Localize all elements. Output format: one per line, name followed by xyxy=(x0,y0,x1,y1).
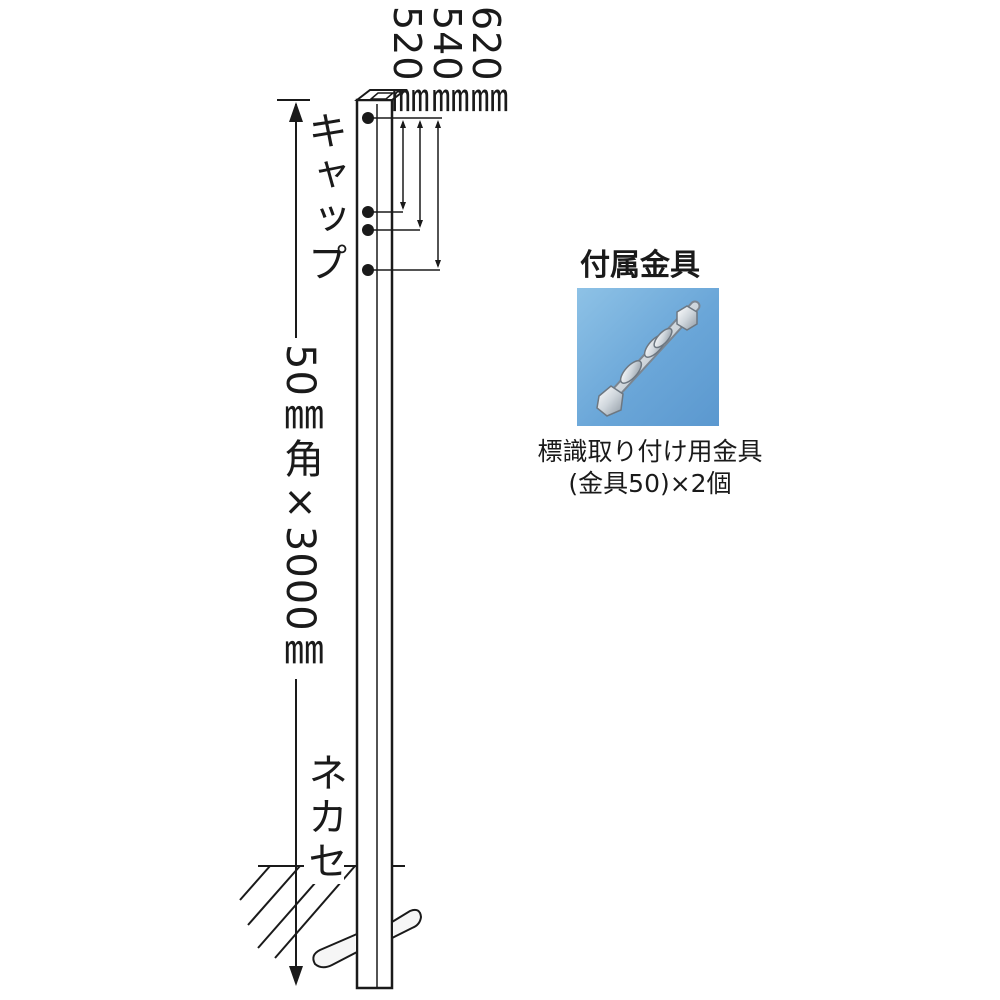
anchor-label: ネカセ xyxy=(301,752,347,884)
accessory-caption: 標識取り付け用金具 (金具50)×2個 xyxy=(520,436,780,500)
dimension-lines xyxy=(368,117,442,271)
anchor-bars xyxy=(312,908,423,969)
bolt-photo xyxy=(577,288,719,426)
bolt-icon xyxy=(596,300,701,417)
dimension-arrowheads xyxy=(400,120,441,268)
dimension-label-620: 620㎜ xyxy=(464,6,508,121)
accessory-caption-line-1: 標識取り付け用金具 xyxy=(537,437,763,466)
cap-label: キャップ xyxy=(301,110,347,286)
dimension-label-520: 520㎜ xyxy=(385,6,429,121)
dimension-label-540: 540㎜ xyxy=(425,6,469,121)
post xyxy=(354,89,408,990)
post-size-label: 50㎜角×3000㎜ xyxy=(277,338,323,679)
accessory-caption-line-2: (金具50)×2個 xyxy=(568,469,732,498)
accessory-title: 付属金具 xyxy=(580,248,700,283)
